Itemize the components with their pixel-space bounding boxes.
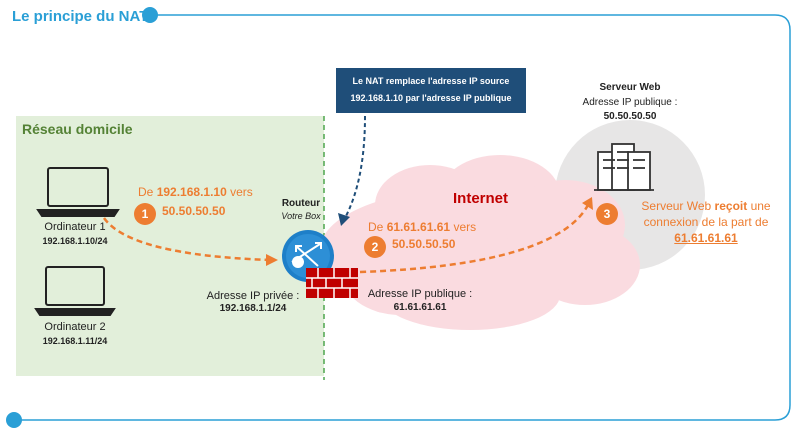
internet-cloud: [320, 155, 640, 330]
arrow-head-1: [266, 254, 278, 266]
home-network-zone: [16, 116, 324, 376]
step-1-destination: 50.50.50.50: [162, 204, 226, 218]
step-1-prefix: De: [138, 185, 154, 199]
frame-dot-bottom: [6, 412, 22, 428]
step-3-text-end: une: [750, 199, 771, 213]
frame-border: [14, 14, 791, 421]
router-subtitle: Votre Box: [281, 211, 321, 221]
server-ip-label: Adresse IP publique :: [582, 97, 678, 108]
step-3-line3: 61.61.61.61: [674, 231, 738, 245]
arrow-callout: [344, 115, 366, 219]
home-network-label: Réseau domicile: [22, 121, 133, 137]
arrow-head-callout: [338, 213, 350, 226]
private-ip-label: Adresse IP privée :: [206, 290, 300, 302]
frame-dot-top: [142, 7, 158, 23]
step-3-line2: connexion de la part de: [643, 215, 769, 229]
computer1-ip: 192.168.1.10/24: [42, 236, 108, 246]
nat-callout: Le NAT remplace l'adresse IP source 192.…: [336, 68, 526, 113]
public-ip-label: Adresse IP publique :: [367, 288, 473, 300]
server-icon: [594, 143, 654, 191]
step-3-line1: Serveur Web reçoit une: [626, 198, 786, 214]
laptop-icon: [34, 266, 116, 316]
step-2-destination: 50.50.50.50: [392, 237, 456, 251]
step-2-source: 61.61.61.61: [386, 220, 451, 234]
computer1-name: Ordinateur 1: [44, 221, 106, 233]
step-3-badge: 3: [596, 203, 618, 225]
private-ip-value: 192.168.1.1/24: [219, 303, 287, 314]
computer2-name: Ordinateur 2: [44, 321, 106, 333]
page-title: Le principe du NAT: [12, 8, 149, 25]
computer2-ip: 192.168.1.11/24: [42, 336, 108, 346]
step-3-text-bold: reçoit: [714, 199, 748, 213]
router-name: Routeur: [281, 198, 321, 209]
step-1-text: De 192.168.1.10 vers: [138, 184, 253, 200]
step-1-middle: vers: [230, 185, 253, 199]
step-3-text: Serveur Web reçoit une connexion de la p…: [626, 198, 786, 246]
arrow-head-2: [582, 197, 593, 210]
firewall-icon: [306, 268, 358, 298]
step-2-badge: 2: [364, 236, 386, 258]
public-ip-value: 61.61.61.61: [393, 302, 447, 313]
step-1-source: 192.168.1.10: [156, 185, 227, 199]
server-name: Serveur Web: [599, 82, 661, 93]
router-icon: [282, 230, 334, 282]
arrow-computer-to-router: [102, 217, 271, 262]
nat-callout-line1: Le NAT remplace l'adresse IP source: [352, 76, 510, 86]
step-2-middle: vers: [453, 220, 477, 234]
server-ip-value: 50.50.50.50: [603, 111, 657, 122]
step-3-text-start: Serveur Web: [641, 199, 712, 213]
internet-label: Internet: [453, 190, 509, 207]
nat-callout-line2: 192.168.1.10 par l'adresse IP publique: [350, 93, 512, 103]
laptop-icon: [36, 167, 120, 217]
step-1-badge: 1: [134, 203, 156, 225]
step-2-text: De 61.61.61.61 vers: [368, 219, 476, 235]
step-2-prefix: De: [368, 220, 384, 234]
